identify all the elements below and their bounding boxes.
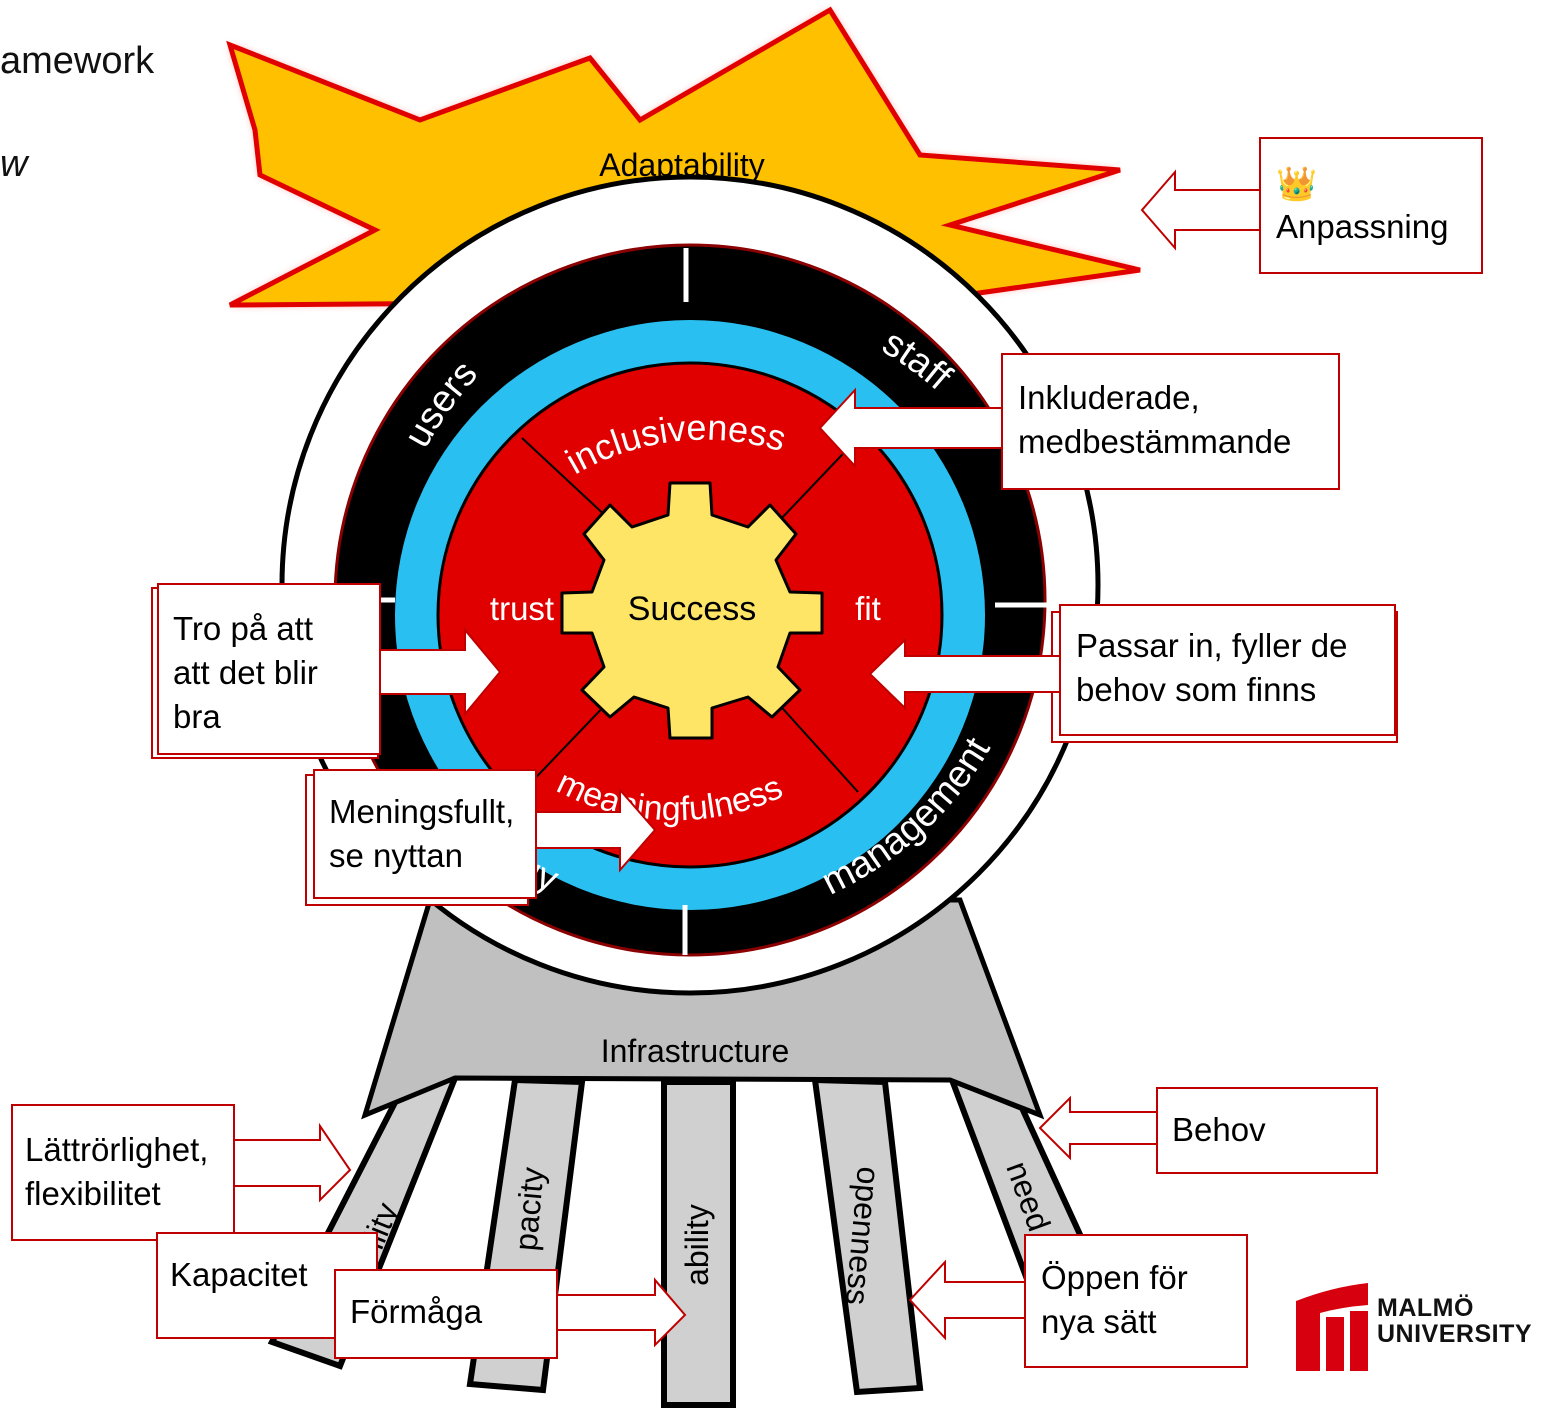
- success-gear: [560, 481, 824, 740]
- malmo-university-logo: MALMÖ UNIVERSITY: [1292, 1283, 1547, 1373]
- slide-title-fragment: amework: [0, 40, 155, 82]
- callout-kapacitet-text: Kapacitet: [170, 1256, 308, 1293]
- infrastructure-label: Infrastructure: [601, 1033, 790, 1069]
- callout-formaga-box: [334, 1269, 558, 1359]
- callout-oppen-box: [1024, 1234, 1248, 1368]
- callout-passar-box: [1059, 604, 1396, 736]
- callout-meningsfullt-text: Meningsfullt, se nyttan: [329, 793, 515, 874]
- arrow-formaga: [556, 1277, 687, 1348]
- callout-behov-text: Behov: [1172, 1111, 1266, 1148]
- success-label: Success: [628, 590, 757, 628]
- adaptability-burst: [226, 6, 1141, 308]
- leg-label-ability: ability: [679, 1204, 715, 1286]
- quadrant-fit: fit: [855, 590, 881, 627]
- leg-label-capacity: pacity: [507, 1166, 550, 1252]
- quadrant-trust: trust: [490, 590, 554, 627]
- callout-tro-box: [157, 583, 381, 755]
- slide-subtitle-fragment: w: [0, 143, 28, 185]
- callout-meningsfullt-box: [313, 769, 537, 899]
- arrow-meningsfullt: [535, 787, 657, 873]
- arrow-tro: [379, 627, 502, 717]
- callout-oppen-text: Öppen för nya sätt: [1041, 1259, 1188, 1340]
- callout-tro-text: Tro på att att det blir bra: [173, 610, 318, 735]
- logo-line-2: UNIVERSITY: [1377, 1320, 1533, 1348]
- callout-anpassning-text: Anpassning: [1276, 208, 1449, 245]
- malmo-logo-mark: [1296, 1283, 1368, 1371]
- callout-inkluderade-box: [1001, 353, 1340, 490]
- callout-passar-text: Passar in, fyller de behov som finns: [1076, 627, 1348, 708]
- arrow-passar: [868, 637, 1061, 711]
- logo-line-1: MALMÖ: [1377, 1294, 1474, 1322]
- arrow-inkluderade: [818, 387, 1003, 469]
- callout-lattrorlighet-text: Lättrörlighet, flexibilitet: [25, 1131, 209, 1212]
- arrow-behov: [1038, 1095, 1158, 1161]
- crown-icon: 👑: [1276, 165, 1318, 202]
- arrow-oppen: [908, 1259, 1026, 1341]
- callout-formaga-text: Förmåga: [350, 1293, 483, 1330]
- arrow-anpassning: [1140, 169, 1261, 251]
- arrow-lattrorlighet: [233, 1122, 352, 1203]
- callout-inkluderade-text: Inkluderade, medbestämmande: [1018, 379, 1292, 460]
